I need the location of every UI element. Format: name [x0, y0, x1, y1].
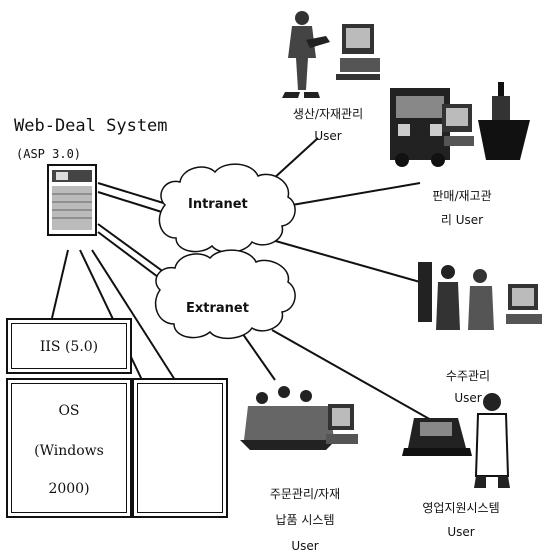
intranet-cloud-icon: [158, 163, 296, 254]
extranet-cloud-icon: [154, 249, 296, 340]
os-version-line1: (Windows: [34, 443, 104, 459]
os-version-line2: 2000): [48, 481, 90, 497]
sales-inventory-user-line1: 판매/재고관: [432, 189, 492, 203]
sales-support-user-line2: User: [447, 525, 475, 539]
team-group-icon: [240, 386, 358, 450]
sales-inventory-user-line2: 리 User: [440, 213, 484, 227]
empty-box: [132, 378, 228, 518]
iis-box: IIS (5.0): [6, 318, 132, 374]
server-subtitle: (ASP 3.0): [16, 147, 82, 161]
link-intranet-production: [271, 137, 319, 181]
link-server-iis: [51, 249, 69, 319]
order-delivery-user-line3: User: [291, 539, 319, 553]
sales-support-user-line1: 영업지원시스템: [422, 501, 500, 515]
link-server-intranet-2: [97, 191, 166, 214]
order-delivery-user-line2: 납품 시스템: [275, 513, 335, 527]
link-server-extranet-2: [97, 223, 173, 279]
truck-ship-icon: [390, 82, 530, 167]
order-receiving-user-line1: 수주관리: [445, 369, 491, 383]
link-intranet-orders: [271, 239, 421, 283]
order-delivery-user-line1: 주문관리/자재: [269, 487, 341, 501]
link-extranet-support: [271, 329, 441, 426]
link-server-os-2: [91, 249, 176, 381]
link-extranet-delivery: [239, 329, 276, 381]
server-tower-icon: [47, 164, 97, 236]
intranet-label: Intranet: [188, 197, 248, 212]
production-worker-icon: [282, 11, 380, 98]
server-title: Web-Deal System: [14, 116, 168, 136]
link-server-intranet: [97, 182, 171, 206]
iis-label: IIS (5.0): [39, 339, 99, 355]
production-user-line1: 생산/자재관리: [292, 107, 364, 121]
laptop-person-icon: [402, 393, 510, 488]
production-user-line2: User: [314, 129, 342, 143]
meeting-people-icon: [418, 262, 542, 330]
os-box: OS (Windows 2000): [6, 378, 132, 518]
extranet-label: Extranet: [186, 301, 249, 316]
link-intranet-sales: [291, 182, 421, 206]
os-label: OS: [58, 403, 80, 419]
order-receiving-user-line2: User: [454, 391, 482, 405]
connection-lines: [51, 137, 441, 426]
